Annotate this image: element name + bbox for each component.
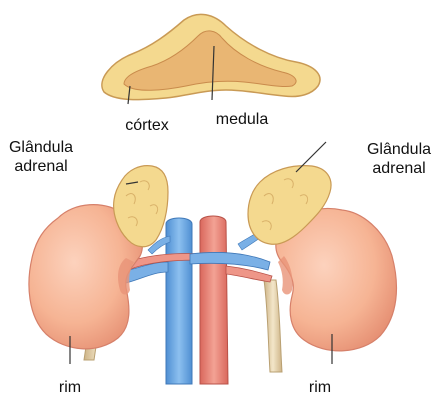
cortex-label: córtex [116,116,178,135]
aorta [200,216,228,384]
right-ureter [264,280,282,372]
rim-right-label: rim [302,378,338,397]
medula-label: medula [210,110,274,129]
adrenal-cross-section [102,14,320,104]
adrenal-gland-right-label: Glândula adrenal [356,140,442,178]
vena-cava [166,218,192,384]
rim-left-label: rim [52,378,88,397]
adrenal-gland-left-label: Glândula adrenal [0,138,82,176]
